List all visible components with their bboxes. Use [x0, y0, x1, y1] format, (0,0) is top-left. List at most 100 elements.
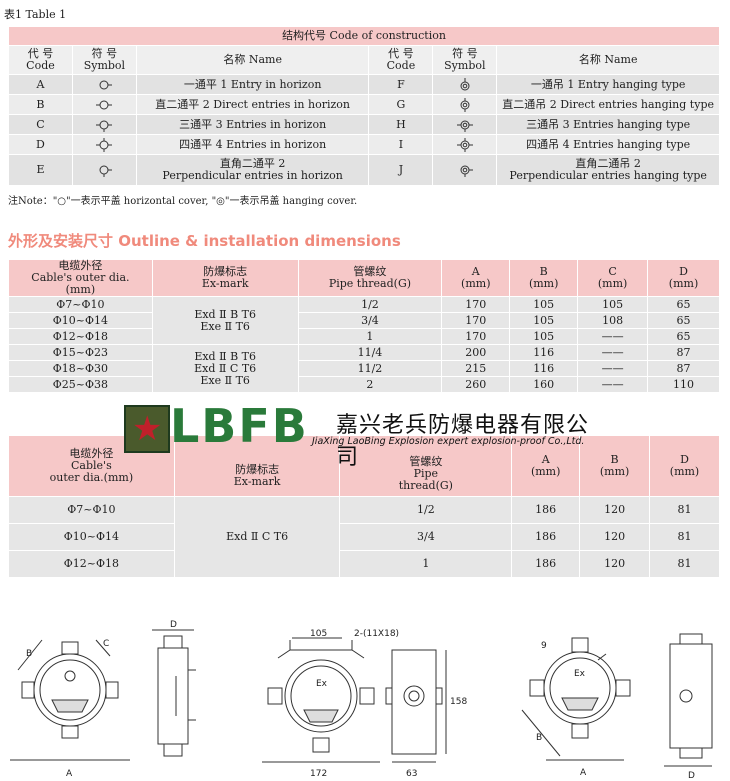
- code-cell: C: [8, 114, 73, 135]
- a-cell: 200: [441, 344, 511, 361]
- a-cell: 186: [511, 496, 581, 524]
- b-cell: 116: [509, 344, 579, 361]
- b-cell: 160: [509, 376, 579, 393]
- cable-cell: Φ15~Φ23: [8, 344, 153, 361]
- name-cell: 直二通吊 2 Direct entries hanging type: [496, 94, 720, 115]
- table-row: Φ10~Φ14 3/4 170 105 108 65: [8, 312, 720, 329]
- exmark-cell: Exd Ⅱ C T6: [173, 496, 341, 578]
- d-cell: 65: [647, 296, 720, 313]
- ex-mark-label: Ex: [316, 679, 328, 689]
- front-view-hanging-cover: [521, 637, 631, 761]
- code-cell: F: [368, 74, 434, 95]
- name-cell: 三通平 3 Entries in horizon: [135, 114, 370, 135]
- star-icon: ★: [132, 409, 163, 449]
- b-cell: 116: [509, 360, 579, 377]
- dim-158-label: 158: [450, 697, 467, 707]
- b-cell: 120: [579, 550, 651, 578]
- table-caption: 表1 Table 1: [4, 8, 67, 21]
- dim-b-label: B: [26, 649, 32, 659]
- pipe-cell: 11/2: [297, 360, 443, 377]
- pipe-cell: 11/4: [297, 344, 443, 361]
- d-cell: 81: [649, 496, 720, 524]
- front-view-flat-cover: [10, 639, 130, 761]
- flat-2-entries-icon: [71, 94, 137, 115]
- outline-drawings: A B C D 105 2-(11X18) 158 172 63 Ex 9 Ex…: [10, 620, 713, 781]
- a-cell: 186: [511, 523, 581, 551]
- dim-d-label: D: [170, 620, 177, 630]
- pipe-cell: 1/2: [339, 496, 513, 524]
- c-cell: ——: [577, 360, 649, 377]
- name-cell: 一通平 1 Entry in horizon: [135, 74, 370, 95]
- dim-d-label: D: [688, 771, 695, 781]
- flat-angle-entries-icon: [71, 154, 137, 186]
- c-cell: ——: [577, 328, 649, 345]
- ex-mark-label: Ex: [574, 669, 586, 679]
- pipe-cell: 1: [339, 550, 513, 578]
- name-cell: 三通吊 3 Entries hanging type: [496, 114, 720, 135]
- company-logo: ★ LBFB 嘉兴老兵防爆电器有限公司 JiaXing LaoBing Expl…: [124, 401, 604, 470]
- code-cell: H: [368, 114, 434, 135]
- side-view-hanging-bracket: [385, 649, 447, 763]
- dim-a-label: A: [580, 768, 587, 778]
- hang-1-entry-icon: [432, 74, 498, 95]
- name-cell: 四通吊 4 Entries hanging type: [496, 134, 720, 155]
- logo-emblem: ★: [124, 405, 170, 453]
- code-cell: D: [8, 134, 73, 155]
- header-a: A(mm): [511, 435, 581, 497]
- company-name-cn: 嘉兴老兵防爆电器有限公司: [336, 413, 590, 470]
- code-cell: E: [8, 154, 73, 186]
- table-row: A 一通平 1 Entry in horizon F 一通吊 1 Entry h…: [8, 74, 720, 95]
- header-name: 名称 Name: [135, 45, 370, 75]
- cable-cell: Φ7~Φ10: [8, 296, 153, 313]
- d-cell: 65: [647, 312, 720, 329]
- d-cell: 81: [649, 550, 720, 578]
- table-row: Φ12~Φ18 1 170 105 —— 65: [8, 328, 720, 345]
- dim-9-label: 9: [541, 641, 547, 651]
- code-cell: B: [8, 94, 73, 115]
- dim-172-label: 172: [310, 769, 327, 779]
- b-cell: 105: [509, 296, 579, 313]
- cable-cell: Φ10~Φ14: [8, 523, 175, 551]
- flat-4-entries-icon: [71, 134, 137, 155]
- dim-c-label: C: [103, 639, 109, 649]
- d-cell: 81: [649, 523, 720, 551]
- company-name-en: JiaXing LaoBing Explosion expert explosi…: [312, 436, 585, 447]
- header-a: A(mm): [441, 259, 511, 297]
- c-cell: 108: [577, 312, 649, 329]
- logo-letters: LBFB: [170, 399, 309, 453]
- pipe-cell: 3/4: [297, 312, 443, 329]
- d-cell: 65: [647, 328, 720, 345]
- table-row: Φ12~Φ18 1 186 120 81: [8, 550, 720, 578]
- hang-4-entries-icon: [432, 134, 498, 155]
- table-row: Φ18~Φ30 11/2 215 116 —— 87: [8, 360, 720, 377]
- table-row: C 三通平 3 Entries in horizon H 三通吊 3 Entri…: [8, 114, 720, 135]
- header-d: D(mm): [649, 435, 720, 497]
- hang-3-entries-icon: [432, 114, 498, 135]
- side-view-hanging-cover: [664, 633, 713, 767]
- cable-cell: Φ12~Φ18: [8, 550, 175, 578]
- cable-cell: Φ12~Φ18: [8, 328, 153, 345]
- hang-2-entries-icon: [432, 94, 498, 115]
- code-cell: G: [368, 94, 434, 115]
- dim-a-label: A: [66, 769, 73, 779]
- dim-63-label: 63: [406, 769, 417, 779]
- header-d: D(mm): [647, 259, 720, 297]
- flat-3-entries-icon: [71, 114, 137, 135]
- section-title: 外形及安装尺寸 Outline & installation dimension…: [8, 232, 401, 250]
- table-row: B 直二通平 2 Direct entries in horizon G 直二通…: [8, 94, 720, 115]
